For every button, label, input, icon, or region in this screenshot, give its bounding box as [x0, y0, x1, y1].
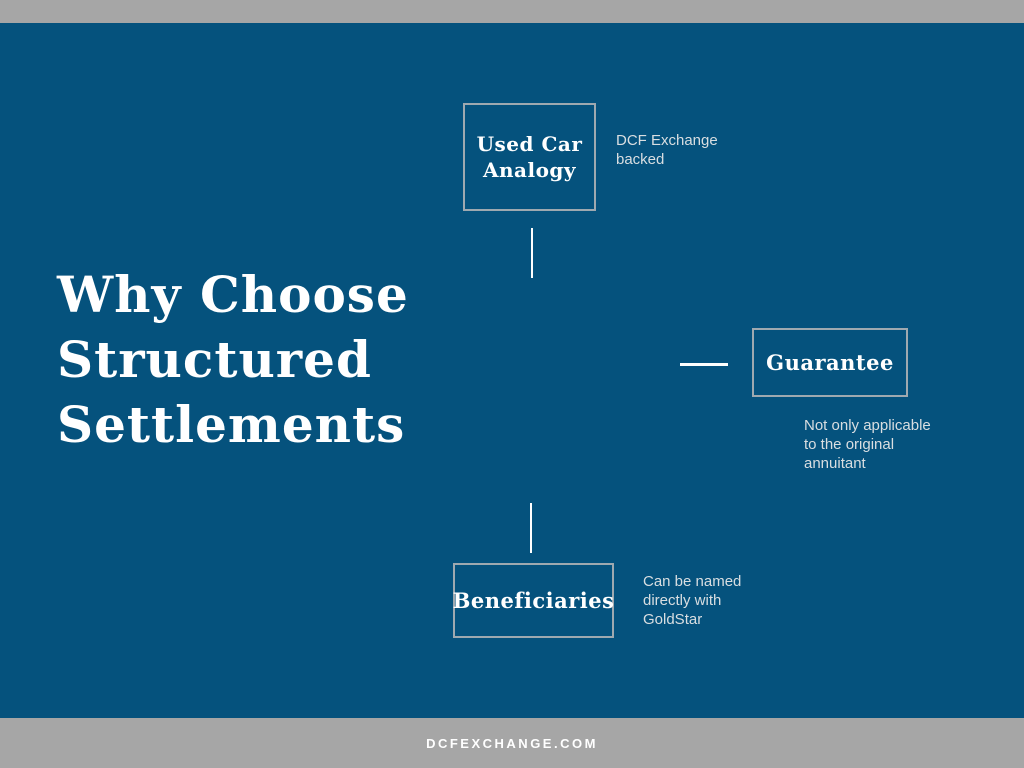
annotation-guarantee: Not only applicable to the original annu…: [804, 417, 931, 472]
bottom-bar: DCFEXCHANGE.COM: [0, 718, 1024, 768]
slide-title: Why Choose Structured Settlements: [57, 262, 409, 457]
node-beneficiaries: Beneficiaries: [453, 563, 614, 638]
node-guarantee: Guarantee: [752, 328, 908, 397]
node-used-car-analogy: Used Car Analogy: [463, 103, 596, 211]
annotation-beneficiaries: Can be named directly with GoldStar: [643, 573, 742, 628]
connector-guarantee-horizontal: [680, 363, 728, 366]
top-bar: [0, 0, 1024, 23]
slide-title-line-2: Structured: [57, 330, 372, 389]
connector-used-car-vertical: [531, 228, 533, 278]
connector-beneficiaries-vertical: [530, 503, 532, 553]
slide-title-line-3: Settlements: [57, 395, 406, 454]
footer-website: DCFEXCHANGE.COM: [426, 735, 598, 751]
slide-title-line-1: Why Choose: [57, 265, 409, 324]
annotation-used-car-analogy: DCF Exchange backed: [616, 132, 718, 168]
